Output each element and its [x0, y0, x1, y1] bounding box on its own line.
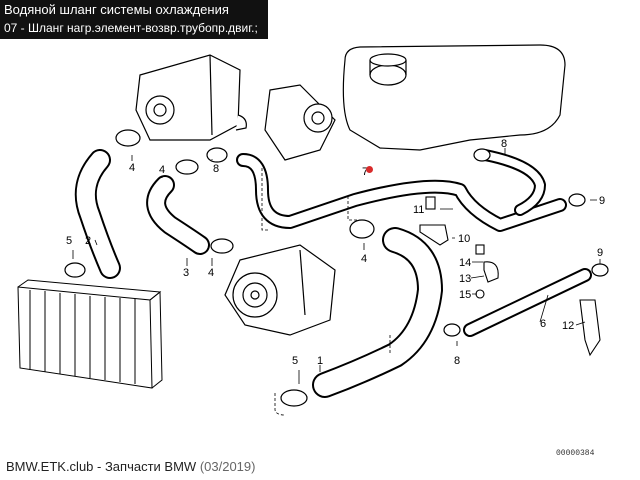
leader-lines	[72, 148, 601, 416]
sensor-housing	[264, 84, 336, 161]
thermostat-housing	[135, 54, 247, 141]
callout-12: 12	[562, 320, 574, 332]
callout-3: 3	[183, 267, 189, 279]
expansion-tank	[342, 44, 566, 151]
footer-site: BMW.ETK.club - Запчасти BMW	[6, 459, 197, 474]
callout-5-bottom: 5	[292, 355, 298, 367]
callout-13: 13	[459, 273, 471, 285]
callout-4-center: 4	[361, 253, 367, 265]
callout-14: 14	[459, 257, 471, 269]
hoses	[74, 149, 592, 398]
callout-2: 2	[85, 235, 91, 247]
radiator	[17, 279, 163, 389]
diagram-subtitle: 07 - Шланг нагр.элемент-возвр.трубопр.дв…	[4, 21, 258, 35]
callout-1: 1	[317, 355, 323, 367]
hose-clamps	[64, 129, 609, 407]
diagram-code: 00000384	[556, 449, 595, 458]
water-pump	[224, 244, 336, 336]
callout-5-left: 5	[66, 235, 72, 247]
callout-8-bottom: 8	[454, 355, 460, 367]
callout-4-top-left: 4	[129, 162, 135, 174]
footer-date: (03/2019)	[199, 459, 256, 474]
callout-15: 15	[459, 289, 471, 301]
callout-8-right: 8	[501, 138, 507, 150]
callout-7: 7	[362, 166, 368, 178]
callout-9-bottom: 9	[597, 247, 603, 259]
callout-9-top: 9	[599, 195, 605, 207]
footer-source: BMW.ETK.club - Запчасти BMW (03/2019)	[6, 459, 255, 474]
callout-11: 11	[413, 204, 424, 216]
callout-6: 6	[540, 318, 546, 330]
diagram-title: Водяной шланг системы охлаждения	[4, 2, 229, 17]
callout-4-mid: 4	[159, 164, 165, 176]
callout-labels: 1 2 3 4 4 4 4 5 5 6 7 8 8 8 9 9 10 11 12…	[66, 138, 605, 367]
selected-part-marker	[366, 166, 373, 173]
callout-10: 10	[458, 233, 470, 245]
small-parts	[419, 196, 601, 357]
callout-8-top: 8	[213, 163, 219, 175]
diagram-header: Водяной шланг системы охлаждения 07 - Шл…	[0, 0, 268, 39]
callout-4-lower: 4	[208, 267, 214, 279]
